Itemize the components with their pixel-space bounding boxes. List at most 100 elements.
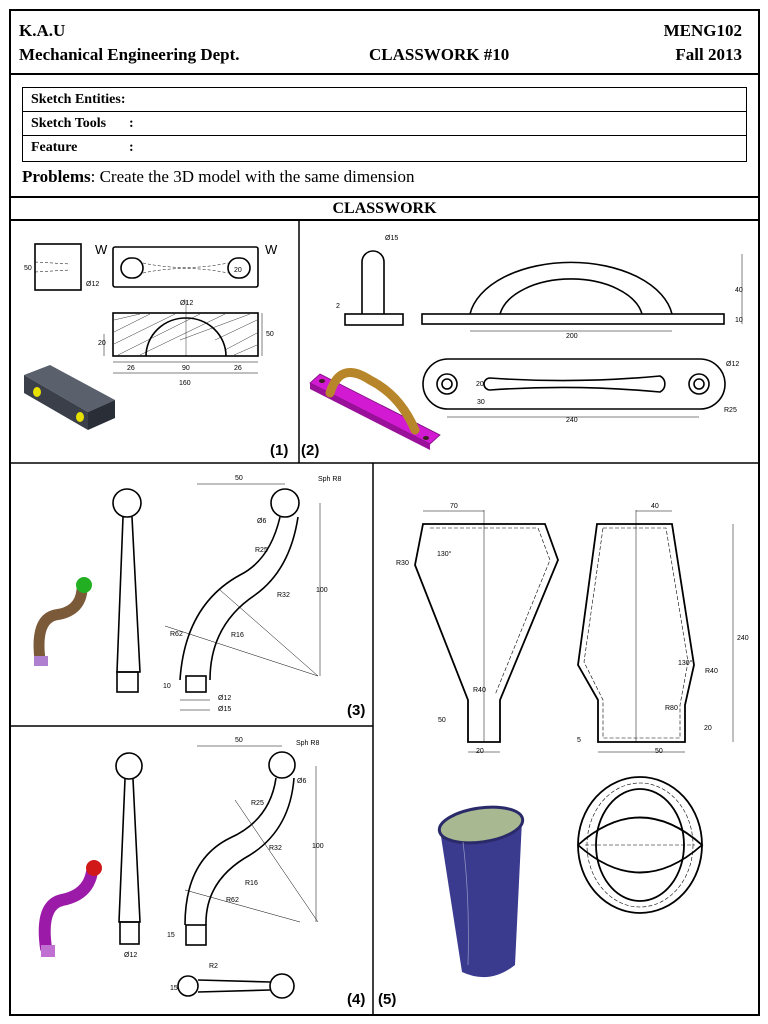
p4-dim-d12: Ø12 <box>124 952 137 959</box>
p5-dim-r40b: R40 <box>705 668 718 675</box>
p2-front-inner-arc <box>499 278 643 315</box>
p3-dim-50: 50 <box>235 475 243 482</box>
p4-top-ring-right <box>269 973 295 999</box>
p2-dim-10: 10 <box>735 317 743 324</box>
p3-front-ball <box>270 488 300 518</box>
p1-dim-w2: W <box>265 242 278 257</box>
p3-dim-d6: Ø6 <box>257 518 266 525</box>
p1-dim-50a: 50 <box>24 265 32 272</box>
p1-dim-90: 90 <box>182 365 190 372</box>
p1-iso-model <box>24 365 115 430</box>
p1-dim-26b: 26 <box>234 365 242 372</box>
problem-1-drawing: W W 50 Ø12 Ø12 20 20 50 26 90 26 160 <box>24 242 278 430</box>
p3-front-outer <box>179 516 281 681</box>
p4-dim-r25: R25 <box>251 800 264 807</box>
p3-dim-d15: Ø15 <box>218 706 231 713</box>
p4-iso-model <box>38 860 102 957</box>
p5-dim-5: 5 <box>577 737 581 744</box>
p4-dim-15: 15 <box>167 932 175 939</box>
p4-dim-100: 100 <box>312 843 324 850</box>
p4-dim-15b: 15 <box>170 985 178 992</box>
problem-statement: Problems: Create the 3D model with the s… <box>22 167 415 186</box>
p1-dim-50b: 50 <box>266 331 274 338</box>
p3-dim-r62: R62 <box>170 631 183 638</box>
sketch-info-table: Sketch Entities: Sketch Tools: Feature: <box>22 87 747 162</box>
p1-dim-w1: W <box>95 242 108 257</box>
header: K.A.U Mechanical Engineering Dept. CLASS… <box>11 11 758 75</box>
problem-2-label: (2) <box>301 442 320 459</box>
p2-front-outer-arc <box>469 261 673 315</box>
p3-side-ball <box>112 488 142 518</box>
p2-dim-240: 240 <box>566 417 578 424</box>
p2-front-base <box>421 313 725 325</box>
p2-dim-2: 2 <box>336 303 340 310</box>
p4-dim-r62: R62 <box>226 897 239 904</box>
p5-side-view <box>577 523 695 743</box>
problem-3-label: (3) <box>347 702 366 719</box>
p1-slot-left <box>120 257 144 279</box>
section-title: CLASSWORK <box>11 196 758 221</box>
p2-dim-30: 30 <box>477 399 485 406</box>
p5-side-hidden <box>583 527 689 739</box>
p2-side-post <box>361 250 385 314</box>
p5-dim-r30: R30 <box>396 560 409 567</box>
p5-dim-20b: 20 <box>704 725 712 732</box>
p2-dim-r25: R25 <box>724 407 737 414</box>
p1-dim-160: 160 <box>179 380 191 387</box>
worksheet-title: CLASSWORK #10 <box>369 45 510 64</box>
p2-dim-40: 40 <box>735 287 743 294</box>
p4-dim-d6: Ø6 <box>297 778 306 785</box>
p3-side-stem <box>116 671 139 693</box>
p4-top-arm <box>197 979 271 993</box>
term: Fall 2013 <box>675 45 742 64</box>
p1-dim-20b: 20 <box>98 340 106 347</box>
p3-dim-r16: R16 <box>231 632 244 639</box>
p5-dim-50b: 50 <box>655 748 663 755</box>
p4-front-inner <box>205 777 295 926</box>
p1-top-view <box>112 246 259 288</box>
p3-dim-sphr8: Sph R8 <box>318 476 341 483</box>
p5-dim-70: 70 <box>450 503 458 510</box>
p4-front-ball <box>268 751 296 779</box>
p3-dim-r25: R25 <box>255 547 268 554</box>
worksheet-frame: K.A.U Mechanical Engineering Dept. CLASS… <box>9 9 760 1016</box>
problem-5-label: (5) <box>378 991 397 1008</box>
p2-dim-d15: Ø15 <box>385 235 398 242</box>
p1-dim-20a: 20 <box>234 267 242 274</box>
p3-dim-100: 100 <box>316 587 328 594</box>
problem-3-drawing: 50 Sph R8 Ø6 R25 R32 R62 R16 100 10 Ø12 … <box>33 475 341 713</box>
p2-dim-20: 20 <box>476 381 484 388</box>
p5-dim-40: 40 <box>651 503 659 510</box>
p2-top-hole-right <box>688 373 710 395</box>
p1-slot-right <box>227 257 251 279</box>
p5-front-view <box>414 523 559 743</box>
p2-top-base <box>422 358 726 410</box>
p4-dim-r16: R16 <box>245 880 258 887</box>
p4-dim-50: 50 <box>235 737 243 744</box>
p3-side-shaft <box>116 516 141 673</box>
p1-dim-26a: 26 <box>127 365 135 372</box>
problem-5-drawing: 70 R30 130° R40 50 20 40 240 130° R40 R8… <box>396 503 749 978</box>
p4-dim-r2: R2 <box>209 963 218 970</box>
department: Mechanical Engineering Dept. <box>19 45 240 64</box>
p4-side-shaft <box>118 778 141 923</box>
problem-2-drawing: Ø15 2 40 10 200 20 30 Ø12 R25 240 <box>309 235 743 450</box>
p4-top-ring-left <box>177 975 199 997</box>
p3-front-inner <box>209 516 299 681</box>
p5-dim-130b: 130° <box>678 659 693 667</box>
p3-dim-d12: Ø12 <box>218 695 231 702</box>
p2-top-handle <box>483 375 666 393</box>
p4-side-ball <box>115 752 143 780</box>
p3-front-stem <box>185 675 207 693</box>
p4-dim-sphr8: Sph R8 <box>296 740 319 747</box>
p5-dim-r80: R80 <box>665 705 678 712</box>
p5-top-loft <box>577 816 704 874</box>
p5-dim-r40a: R40 <box>473 687 486 694</box>
p2-side-base <box>344 313 404 326</box>
p5-dim-130a: 130° <box>437 550 452 558</box>
p5-dim-20a: 20 <box>476 748 484 755</box>
p4-front-stem <box>185 924 207 946</box>
problem-1-label: (1) <box>270 442 289 459</box>
p3-iso-model <box>33 577 92 666</box>
p1-side-view <box>34 243 82 291</box>
